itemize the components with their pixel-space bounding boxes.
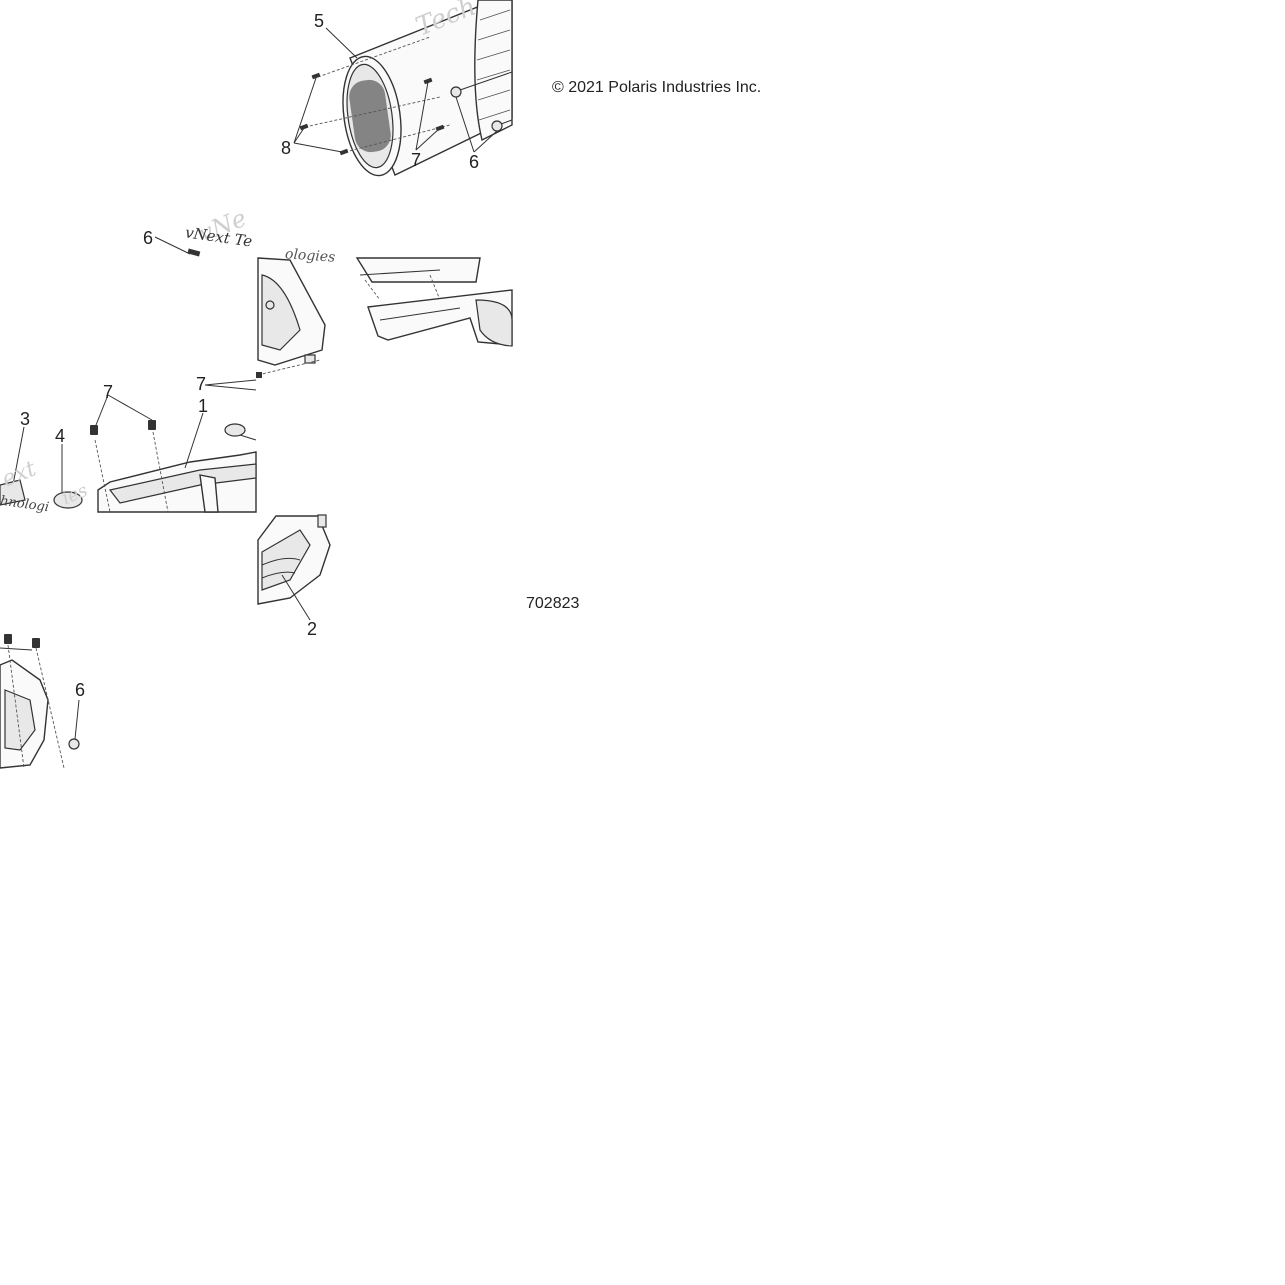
callout-1: 1 [198, 396, 209, 416]
watermark: ologies [284, 246, 336, 266]
callout-2: 2 [307, 619, 318, 639]
muffler-assembly [293, 0, 513, 177]
callout-7: 7 [103, 382, 114, 402]
heat-shield-assembly [256, 257, 513, 378]
callout-8: 8 [281, 138, 292, 158]
callout-7: 7 [196, 374, 207, 394]
callout-6: 6 [75, 680, 86, 700]
lower-guard-assembly [257, 514, 331, 621]
figure-number: 702823 [526, 595, 580, 612]
callout-4: 4 [55, 426, 66, 446]
screw-detail-left [154, 236, 201, 257]
callout-6: 6 [469, 152, 480, 172]
callout-3: 3 [20, 409, 31, 429]
copyright-notice: © 2021 Polaris Industries Inc. [552, 79, 762, 96]
engine-cover-assembly [0, 379, 257, 513]
callout-5: 5 [314, 11, 325, 31]
callout-6: 6 [143, 228, 154, 248]
lower-bracket-assembly [0, 634, 80, 769]
callout-7: 7 [411, 150, 422, 170]
